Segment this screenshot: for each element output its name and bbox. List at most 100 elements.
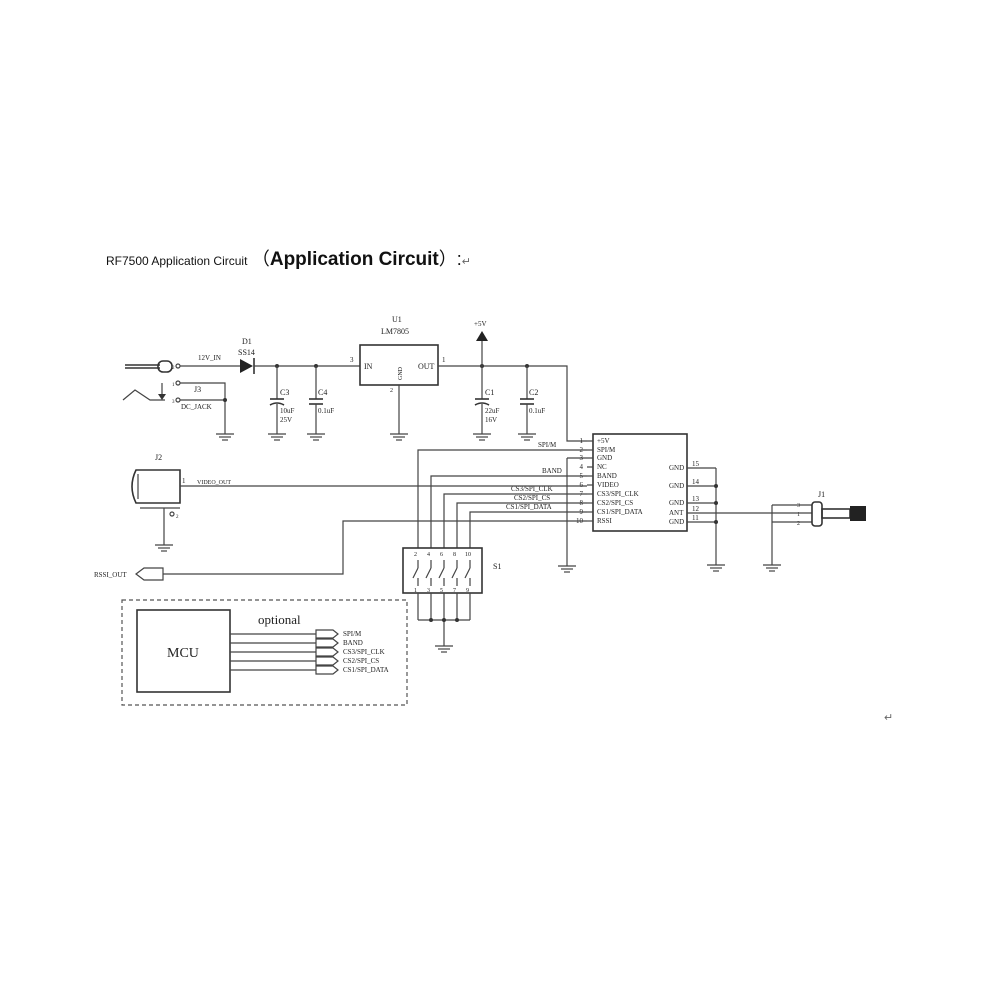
s1-ref-label: S1 <box>493 562 501 571</box>
net-label-cs1: CS1/SPI_DATA <box>506 503 552 511</box>
capacitor-c4: C4 0.1uF <box>307 366 334 441</box>
mcu-signal-cs2: CS2/SPI_CS <box>343 657 379 665</box>
mcu-signal-cs1: CS1/SPI_DATA <box>343 666 389 674</box>
wire-5v-rail <box>438 365 587 442</box>
vcc-5v-label: +5V <box>474 320 487 328</box>
c4-ref-label: C4 <box>318 388 327 397</box>
title-prefix: RF7500 Application Circuit <box>106 254 248 268</box>
s1-channel-3: 6 5 <box>438 552 445 646</box>
mcu-signal-cs3: CS3/SPI_CLK <box>343 648 385 656</box>
module-pin15-label: GND <box>669 464 684 472</box>
s1-top-pin-5: 10 <box>465 552 471 558</box>
module-pin1-label: +5V <box>597 437 610 445</box>
ground-module-pin3 <box>558 458 576 573</box>
j2-pin1-number: 1 <box>182 477 186 485</box>
title-main: Application Circuit <box>269 249 439 270</box>
u1-gnd-label: GND <box>398 366 404 380</box>
d1-part-label: SS14 <box>238 348 255 357</box>
j3-pin3-number: 3 <box>172 400 175 405</box>
s1-channel-1: 2 1 <box>412 552 419 620</box>
net-label-cs2: CS2/SPI_CS <box>514 494 550 502</box>
s1-top-pin-2: 4 <box>427 552 430 558</box>
u1-in-label: IN <box>364 362 373 371</box>
rf-module: 1 2 3 4 5 6 7 8 9 10 +5V SPI/M GND NC BA… <box>567 433 725 572</box>
ground-symbol-j3 <box>216 433 234 441</box>
c3-rating-label: 25V <box>280 416 292 424</box>
module-pin13-number: 13 <box>692 495 700 503</box>
s1-bottom-pin-1: 1 <box>414 588 417 594</box>
title-open-paren: （ <box>251 249 270 269</box>
optional-mcu-block: optional MCU SPI/M BAND CS3/SPI_CLK CS2/… <box>121 599 408 706</box>
mcu-signal-arrows: SPI/M BAND CS3/SPI_CLK CS2/SPI_CS CS1/SP… <box>230 629 389 675</box>
net-label-band: BAND <box>542 467 562 475</box>
page-title: RF7500 Application Circuit （Application … <box>106 245 471 271</box>
capacitor-c3: C3 10uF 25V <box>268 366 295 441</box>
module-pin15-number: 15 <box>692 460 700 468</box>
c2-ref-label: C2 <box>529 388 538 397</box>
s1-channel-2: 4 3 <box>425 552 432 620</box>
module-pin4-number: 4 <box>580 463 584 471</box>
wire-band <box>430 475 587 548</box>
j3-ref-label: J3 <box>194 385 201 394</box>
module-pin11-label: GND <box>669 518 684 526</box>
title-close-paren: ）: <box>438 249 462 269</box>
c4-value-label: 0.1uF <box>318 407 334 415</box>
wire-cs3 <box>443 493 587 548</box>
s1-bottom-pin-3: 5 <box>440 588 443 594</box>
s1-channel-4: 8 7 <box>451 552 458 620</box>
j1-pin1-number: 1 <box>797 512 800 518</box>
module-pin8-label: CS2/SPI_CS <box>597 499 633 507</box>
s1-channel-5: 10 9 <box>464 552 471 620</box>
module-pin11-number: 11 <box>692 514 699 522</box>
module-pin9-label: CS1/SPI_DATA <box>597 508 643 516</box>
module-pin3-number: 3 <box>580 454 584 462</box>
module-pin4-label: NC <box>597 463 607 471</box>
wire-spi-m <box>417 449 587 548</box>
u1-pin-gnd-number: 2 <box>390 388 393 394</box>
end-return-mark: ↵ <box>884 712 894 724</box>
u1-pin-out-number: 1 <box>442 356 446 364</box>
j3-pin1-number: 1 <box>172 383 175 388</box>
module-pin13-label: GND <box>669 499 684 507</box>
vcc-5v-symbol: +5V <box>474 320 488 366</box>
u1-out-label: OUT <box>418 362 435 371</box>
s1-bottom-pin-2: 3 <box>427 588 430 594</box>
j2-ref-label: J2 <box>155 453 162 462</box>
capacitor-c2: C2 0.1uF <box>518 366 545 441</box>
regulator-u1: U1 LM7805 IN OUT GND 3 1 2 <box>350 315 446 441</box>
j3-part-label: DC_JACK <box>181 403 212 411</box>
s1-bottom-pin-4: 7 <box>453 588 456 594</box>
c3-ref-label: C3 <box>280 388 289 397</box>
c1-rating-label: 16V <box>485 416 497 424</box>
c2-value-label: 0.1uF <box>529 407 545 415</box>
capacitor-c1: C1 22uF 16V <box>473 366 500 441</box>
dip-switch-s1: S1 2 1 4 3 6 5 8 <box>402 547 501 653</box>
mcu-signal-spi-m: SPI/M <box>343 630 362 638</box>
j1-ref-label: J1 <box>818 490 825 499</box>
module-pin12-number: 12 <box>692 505 700 513</box>
net-label-rssi-out: RSSI_OUT <box>94 571 127 579</box>
wire-cs2 <box>456 502 587 548</box>
module-pin5-label: BAND <box>597 472 617 480</box>
mcu-signal-band: BAND <box>343 639 363 647</box>
module-pin2-label: SPI/M <box>597 446 616 454</box>
s1-top-pin-1: 2 <box>414 552 417 558</box>
j1-pin3-number: 3 <box>797 503 800 509</box>
net-label-video-out: VIDEO_OUT <box>197 480 231 486</box>
c1-ref-label: C1 <box>485 388 494 397</box>
wire-rssi <box>163 520 587 575</box>
antenna-connector-j1: J1 3 1 2 <box>716 490 866 572</box>
optional-label: optional <box>258 612 301 627</box>
module-pin1-number: 1 <box>580 437 584 445</box>
diode-d1: D1 SS14 <box>238 337 255 374</box>
net-label-12v-in: 12V_IN <box>198 354 221 362</box>
j1-pin2-number: 2 <box>797 521 800 527</box>
mcu-label: MCU <box>167 646 199 661</box>
module-pin12-label: ANT <box>669 509 684 517</box>
net-label-cs3: CS3/SPI_CLK <box>511 485 553 493</box>
module-pin14-label: GND <box>669 482 684 490</box>
s1-top-pin-4: 8 <box>453 552 456 558</box>
s1-bottom-pin-5: 9 <box>466 588 469 594</box>
u1-part-label: LM7805 <box>381 327 409 336</box>
